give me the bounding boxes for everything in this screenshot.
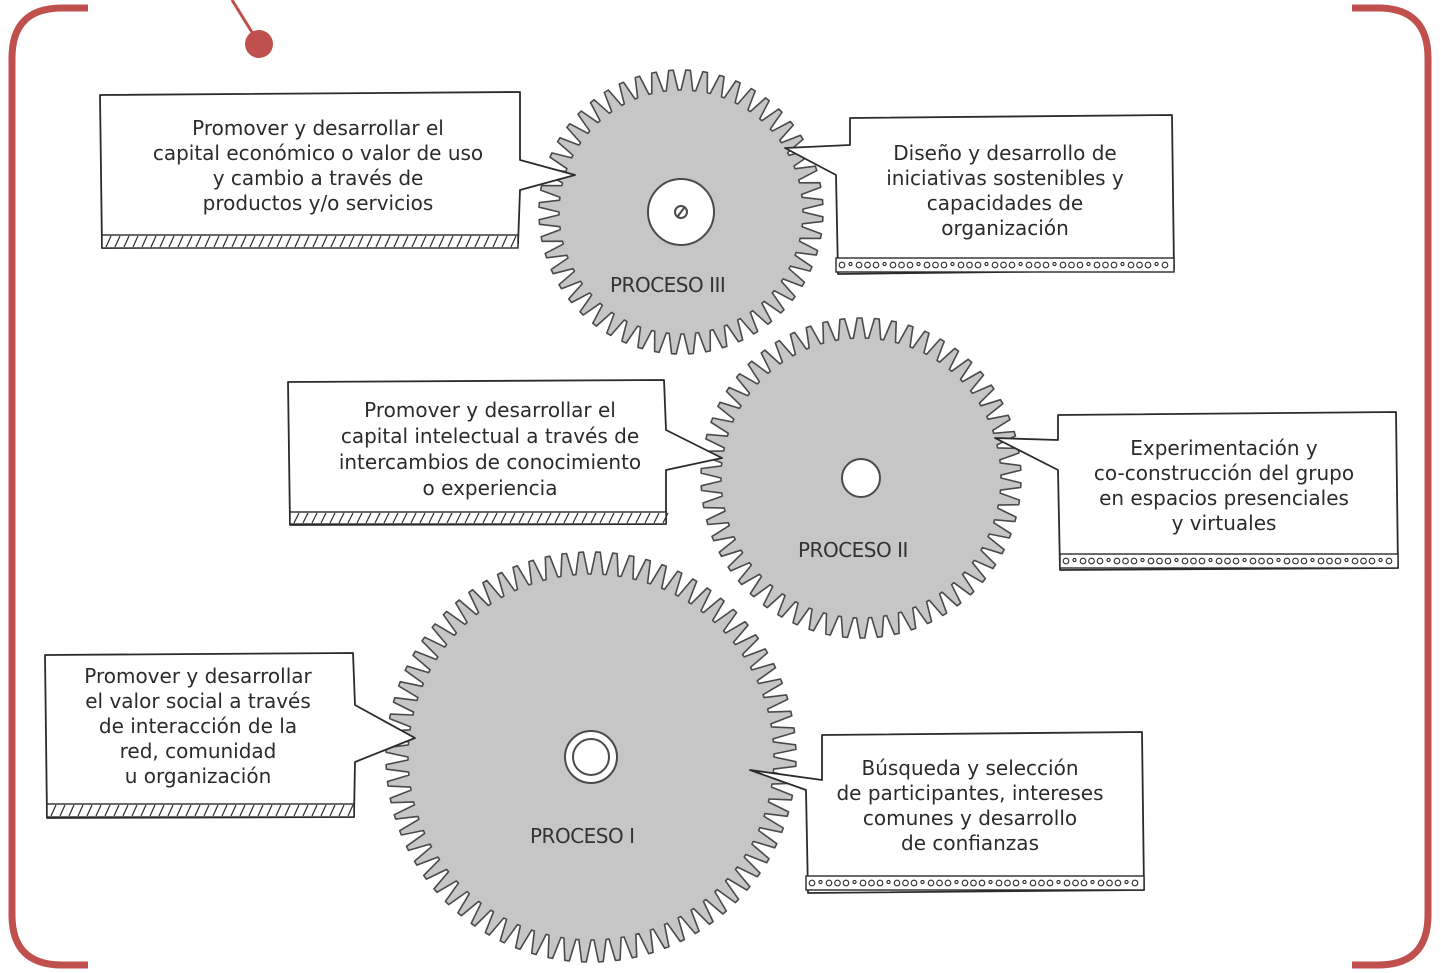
callout-proceso-ii-right: Experimentación yco-construcción del gru… (994, 411, 1399, 571)
gear-label-proceso-ii: PROCESO II (798, 538, 908, 562)
callout-text-line: productos y/o servicios (203, 191, 434, 215)
callout-text-line: intercambios de conocimiento (339, 450, 641, 474)
callout-footer-strip (1059, 553, 1399, 569)
callout-text-line: u organización (125, 764, 272, 788)
callout-text-line: Promover y desarrollar (84, 664, 312, 688)
callout-text-line: organización (941, 216, 1069, 240)
callout-text-line: capital económico o valor de uso (153, 141, 483, 165)
gear-hub-i-inner (572, 738, 610, 776)
callout-footer-strip (805, 875, 1145, 891)
gear-proceso-i (385, 551, 797, 963)
callout-text-line: de interacción de la (99, 714, 297, 738)
callout-text-line: Diseño y desarrollo de (893, 141, 1116, 165)
callout-text-line: o experiencia (423, 476, 558, 500)
callout-text-line: Experimentación y (1130, 436, 1318, 460)
callout-footer-strip (835, 257, 1175, 273)
callout-footer-strip (289, 511, 669, 525)
callout-text-line: en espacios presenciales (1099, 486, 1349, 510)
pin-dot (245, 30, 273, 58)
callout-text-line: capital intelectual a través de (341, 424, 639, 448)
gear-label-proceso-iii: PROCESO III (610, 273, 725, 297)
callout-text-line: capacidades de (927, 191, 1083, 215)
callout-text-line: de participantes, intereses (836, 781, 1103, 805)
callout-text-line: Promover y desarrollar el (364, 398, 616, 422)
gear-proceso-iii (538, 69, 824, 355)
gear-label-proceso-i: PROCESO I (530, 824, 635, 848)
callout-text-line: co-construcción del grupo (1094, 461, 1354, 485)
callout-outline (784, 114, 1175, 275)
callout-text-line: de confianzas (901, 831, 1039, 855)
callout-outline (287, 379, 723, 526)
callout-text-line: Búsqueda y selección (861, 756, 1078, 780)
gear-proceso-ii (700, 317, 1022, 639)
callout-text-line: el valor social a través (85, 689, 311, 713)
callout-text-line: y cambio a través de (213, 166, 424, 190)
frame-left-bracket (8, 4, 88, 969)
callout-text-line: y virtuales (1172, 511, 1277, 535)
callout-text-line: iniciativas sostenibles y (886, 166, 1124, 190)
callout-footer-strip (101, 234, 519, 249)
callout-footer-strip (46, 803, 355, 818)
callout-outline (749, 731, 1145, 894)
callout-outline (44, 652, 416, 819)
gear-axle-slot-iii (677, 207, 685, 217)
gear-hub-ii (841, 458, 881, 498)
frame-right-bracket (1352, 4, 1432, 969)
callout-text-line: red, comunidad (120, 739, 277, 763)
callout-text-line: comunes y desarrollo (863, 806, 1077, 830)
callout-outline (994, 411, 1399, 571)
callout-text-line: Promover y desarrollar el (192, 116, 444, 140)
